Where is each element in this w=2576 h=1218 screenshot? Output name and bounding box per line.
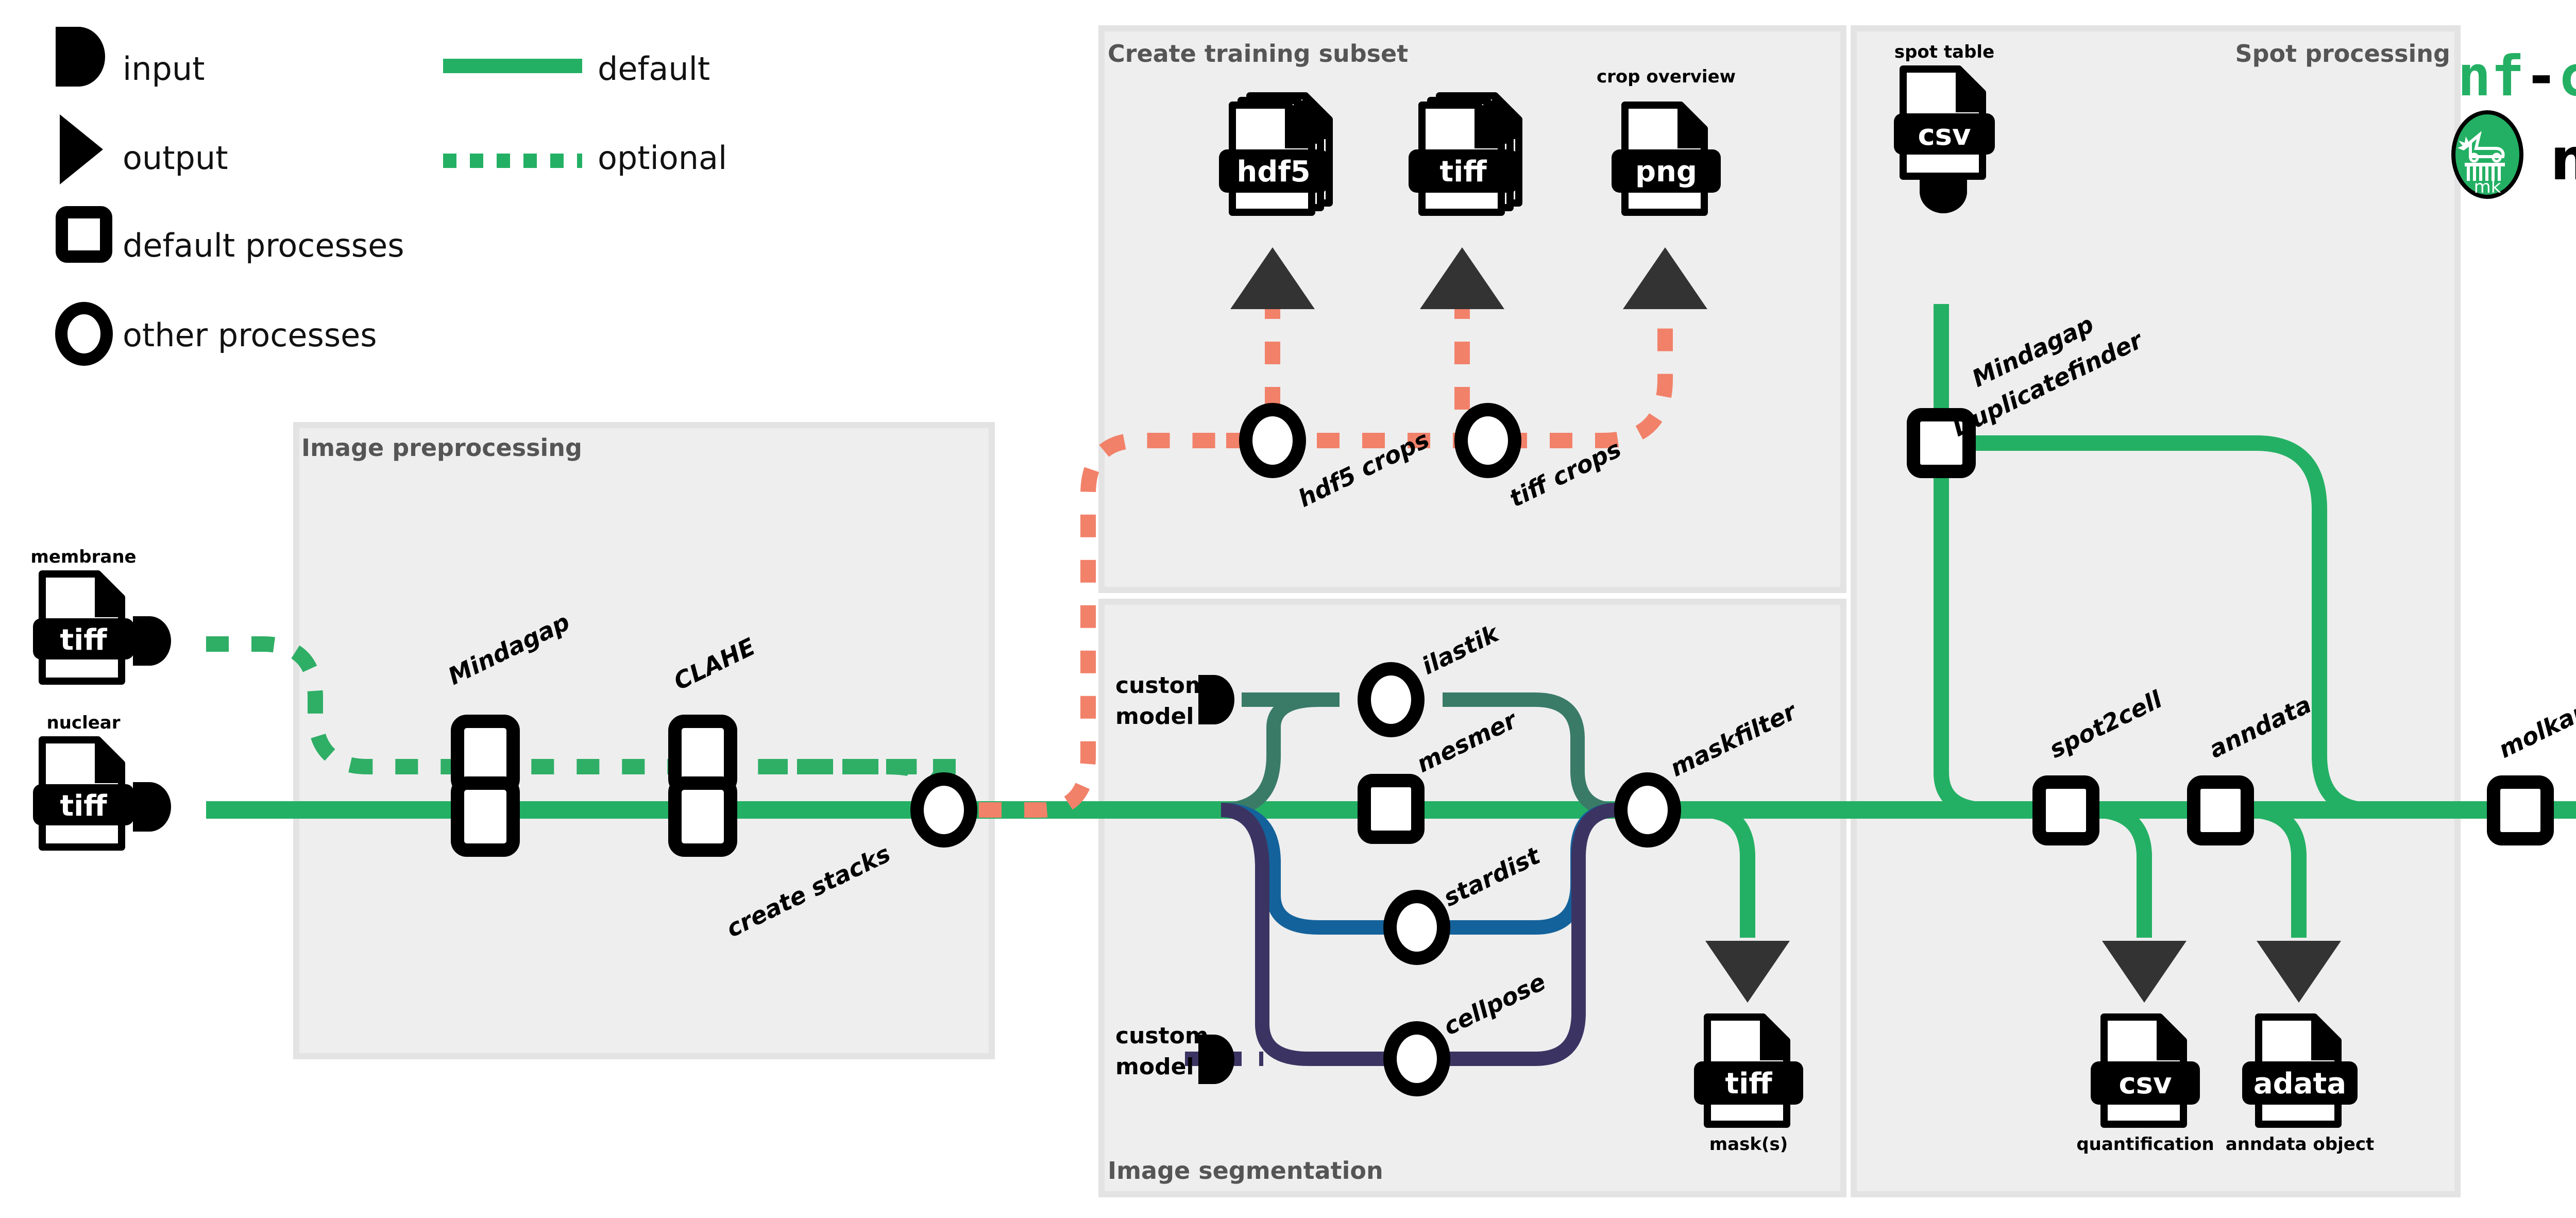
panel-title-image-segmentation: Image segmentation [1108,1157,1383,1185]
process-molkartqc-label: molkartqc [2494,680,2576,764]
panel-spot-processing: Spot processing [1851,25,2461,1197]
anndata-object-caption: anndata object [2226,1134,2375,1155]
quantification-output: csv quantification [2076,1016,2214,1155]
legend: input output default processes other pro… [55,27,727,366]
crop-overview-ext: png [1635,155,1697,189]
membrane-input-ext: tiff [60,623,107,657]
flow-spot2cell-to-csv [2091,802,2152,938]
nuclear-input: tiff nuclear [33,713,171,847]
hdf5-crops-output: hdf5 [1219,95,1330,212]
custom-model-cellpose: custom model [1115,1023,1234,1084]
nf-core-logo: nf-core/ molkart mk [2451,44,2576,199]
custom-model-cellpose-line2: model [1115,1054,1194,1080]
input-connector-icon [1198,675,1234,724]
nuclear-input-ext: tiff [60,789,107,823]
legend-label-input: input [123,50,205,88]
masks-output-ext: tiff [1725,1067,1772,1101]
input-connector-icon [1920,176,1967,213]
tiff-crops-output: tiff [1409,95,1520,212]
custom-model-cellpose-line1: custom [1115,1023,1209,1049]
input-connector-icon [133,782,171,832]
logo-org-text: nf-core/ [2458,44,2576,109]
quantification-caption: quantification [2076,1134,2214,1155]
flow-crops-optional [979,304,1673,818]
output-arrow-tiff-crops [1420,247,1504,309]
logo-pipeline-text: molkart [2550,126,2576,193]
spot-table-input: csv spot table [1894,42,1995,213]
hdf5-crops-ext: hdf5 [1236,155,1310,189]
input-connector-icon [1198,1035,1234,1084]
panel-image-preprocessing: Image preprocessing [293,422,995,1059]
flow-spot-table [1934,304,2370,818]
spot-table-ext: csv [1918,119,1971,152]
panel-title-create-training-subset: Create training subset [1108,40,1408,67]
output-triangle-icon [60,114,103,184]
anndata-object-output: adata anndata object [2226,1016,2375,1155]
output-arrow-hdf5 [1230,247,1315,309]
flow-anndata-to-adata [2246,802,2307,938]
legend-label-default-line: default [598,50,710,88]
flow-maskfilter-to-mask [1700,802,1755,938]
legend-label-optional-line: optional [598,139,727,177]
masks-output: tiff mask(s) [1694,1016,1803,1155]
crop-overview-output: png crop overview [1597,66,1736,212]
output-arrow-mask [1705,941,1790,1003]
input-connector-icon [133,616,171,666]
masks-output-caption: mask(s) [1709,1134,1788,1155]
molkart-badge-icon: mk [2451,110,2523,199]
tiff-crops-ext: tiff [1439,155,1487,189]
quantification-ext: csv [2119,1067,2172,1101]
legend-label-other-processes: other processes [123,316,377,354]
membrane-input-caption: membrane [30,547,136,567]
input-shape-icon [56,27,105,87]
spot-table-caption: spot table [1894,42,1994,62]
output-arrow-png [1623,247,1707,309]
nuclear-input-caption: nuclear [47,713,121,733]
panel-title-image-preprocessing: Image preprocessing [301,434,582,462]
crop-overview-caption: crop overview [1597,66,1736,87]
circle-node-icon [55,302,113,366]
custom-model-ilastik-line2: model [1115,703,1194,730]
output-arrow-anndata [2257,941,2341,1003]
flow-branch-ilastik [1221,692,1618,817]
custom-model-ilastik: custom model [1115,672,1234,730]
membrane-input: tiff membrane [30,547,171,681]
output-arrow-quantification [2102,941,2187,1003]
legend-label-output: output [123,139,228,177]
anndata-object-ext: adata [2253,1067,2346,1101]
panel-title-spot-processing: Spot processing [2235,40,2450,67]
legend-label-default-processes: default processes [123,227,404,264]
molkart-badge-label: mk [2474,177,2501,197]
custom-model-ilastik-line1: custom [1115,672,1209,699]
square-node-icon [56,206,112,263]
